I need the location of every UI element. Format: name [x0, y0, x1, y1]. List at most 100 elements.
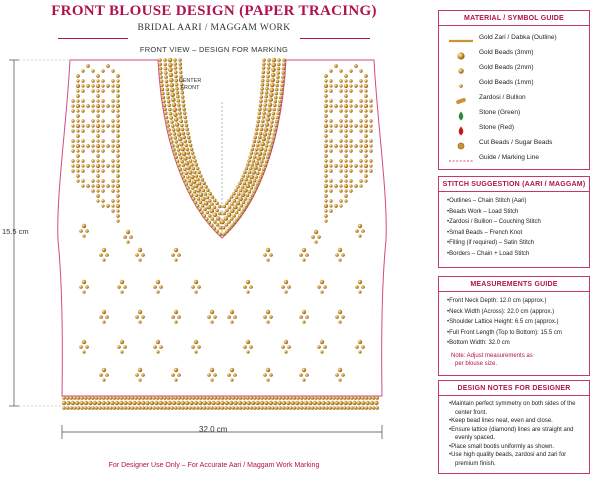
booti-bead: [174, 378, 178, 382]
border-bead: [66, 400, 71, 406]
neckline-bead: [243, 188, 248, 193]
lattice-bead: [323, 203, 329, 209]
design-notes-panel: DESIGN NOTES FOR DESIGNER Maintain perfe…: [438, 380, 590, 474]
border-bead: [91, 406, 95, 410]
neckline-bead: [276, 111, 281, 115]
booti-bead: [245, 279, 251, 285]
neckline-bead: [194, 174, 199, 178]
neckline-bead: [280, 83, 284, 88]
lattice-bead: [116, 79, 120, 83]
booti-bead: [361, 229, 365, 233]
border-bead: [299, 406, 304, 410]
border-bead: [256, 406, 261, 410]
neckline-bead: [258, 135, 262, 139]
neckline-bead: [261, 66, 266, 70]
border-bead: [325, 396, 329, 400]
symbol-label: Cut Beads / Sugar Beads: [479, 139, 553, 146]
lattice-bead: [101, 124, 105, 128]
booti-bead: [302, 378, 306, 382]
booti-bead: [335, 373, 339, 377]
border-bead: [145, 406, 149, 410]
neckline-bead: [225, 208, 229, 213]
lattice-bead: [91, 144, 95, 148]
neckline-bead: [184, 119, 188, 124]
measurements-note-line2: per blouse size.: [455, 360, 498, 367]
neckline-bead: [201, 188, 206, 193]
lattice-bead: [339, 199, 343, 203]
symbol-label: Gold Beads (2mm): [479, 64, 534, 71]
neckline-bead: [273, 128, 277, 132]
border-bead: [335, 406, 340, 410]
neckline-bead: [260, 123, 264, 128]
neckline-bead: [273, 103, 277, 108]
lattice-bead: [86, 64, 90, 68]
neckline-bead: [177, 152, 182, 156]
booti-bead: [361, 285, 365, 289]
border-bead: [62, 406, 66, 410]
neckline-bead: [242, 207, 246, 211]
symbol-guide-title: MATERIAL / SYMBOL GUIDE: [439, 11, 589, 26]
border-bead: [374, 400, 379, 406]
lattice-bead: [116, 149, 120, 153]
symbol-label: Gold Beads (3mm): [479, 49, 534, 56]
neckline-bead: [278, 99, 282, 104]
border-bead: [310, 396, 315, 400]
neckline-bead: [189, 182, 193, 187]
neckline-bead: [266, 66, 271, 70]
lattice-bead: [359, 179, 363, 183]
lattice-bead: [344, 89, 348, 93]
border-bead: [163, 406, 167, 410]
booti-bead: [266, 258, 270, 262]
border-bead: [88, 400, 93, 406]
neckline-bead: [230, 208, 235, 214]
lattice-bead: [96, 159, 100, 163]
lattice-bead: [369, 99, 373, 103]
booti-bead: [263, 253, 267, 257]
lattice-bead: [354, 104, 358, 108]
border-bead: [137, 396, 142, 400]
neckline-bead: [159, 75, 163, 79]
border-bead: [245, 396, 250, 400]
border-bead: [184, 406, 189, 410]
neckline-bead: [271, 116, 275, 120]
booti-bead: [209, 309, 215, 315]
booti-bead: [266, 320, 270, 324]
lattice-bead: [101, 189, 105, 193]
border-bead: [211, 400, 216, 406]
neckline-bead: [249, 166, 253, 171]
neckline-bead: [185, 147, 189, 152]
neckline-bead: [215, 229, 219, 234]
border-bead: [233, 400, 238, 406]
neckline-bead: [262, 62, 266, 66]
lattice-bead: [343, 123, 349, 129]
lattice-bead: [363, 123, 369, 129]
neckline-bead: [175, 90, 180, 95]
border-bead: [217, 396, 221, 400]
neckline-bead: [262, 152, 267, 156]
lattice-bead: [96, 119, 100, 123]
neckline-bead: [191, 197, 196, 201]
lattice-bead: [76, 179, 80, 183]
neckline-bead: [252, 178, 257, 183]
neckline-bead: [227, 198, 232, 203]
booti-bead: [357, 339, 363, 345]
border-bead: [242, 396, 246, 400]
booti-bead: [101, 367, 107, 373]
neckline-bead: [234, 195, 239, 200]
neckline-bead: [257, 115, 261, 120]
lattice-bead: [329, 124, 333, 128]
lattice-bead: [329, 199, 333, 203]
booti-bead: [79, 345, 83, 349]
booti-bead: [266, 378, 270, 382]
lattice-bead: [91, 79, 95, 83]
border-bead: [171, 400, 177, 406]
lattice-bead: [343, 183, 349, 189]
neckline-bead: [251, 159, 256, 163]
measurements-note-line1: Note: Adjust measurements as: [451, 352, 533, 359]
lattice-bead: [101, 144, 105, 148]
neckline-bead: [279, 91, 284, 96]
lattice-bead: [354, 144, 358, 148]
neckline-bead: [181, 103, 186, 108]
booti-bead: [245, 339, 251, 345]
neckline-bead: [178, 111, 182, 115]
